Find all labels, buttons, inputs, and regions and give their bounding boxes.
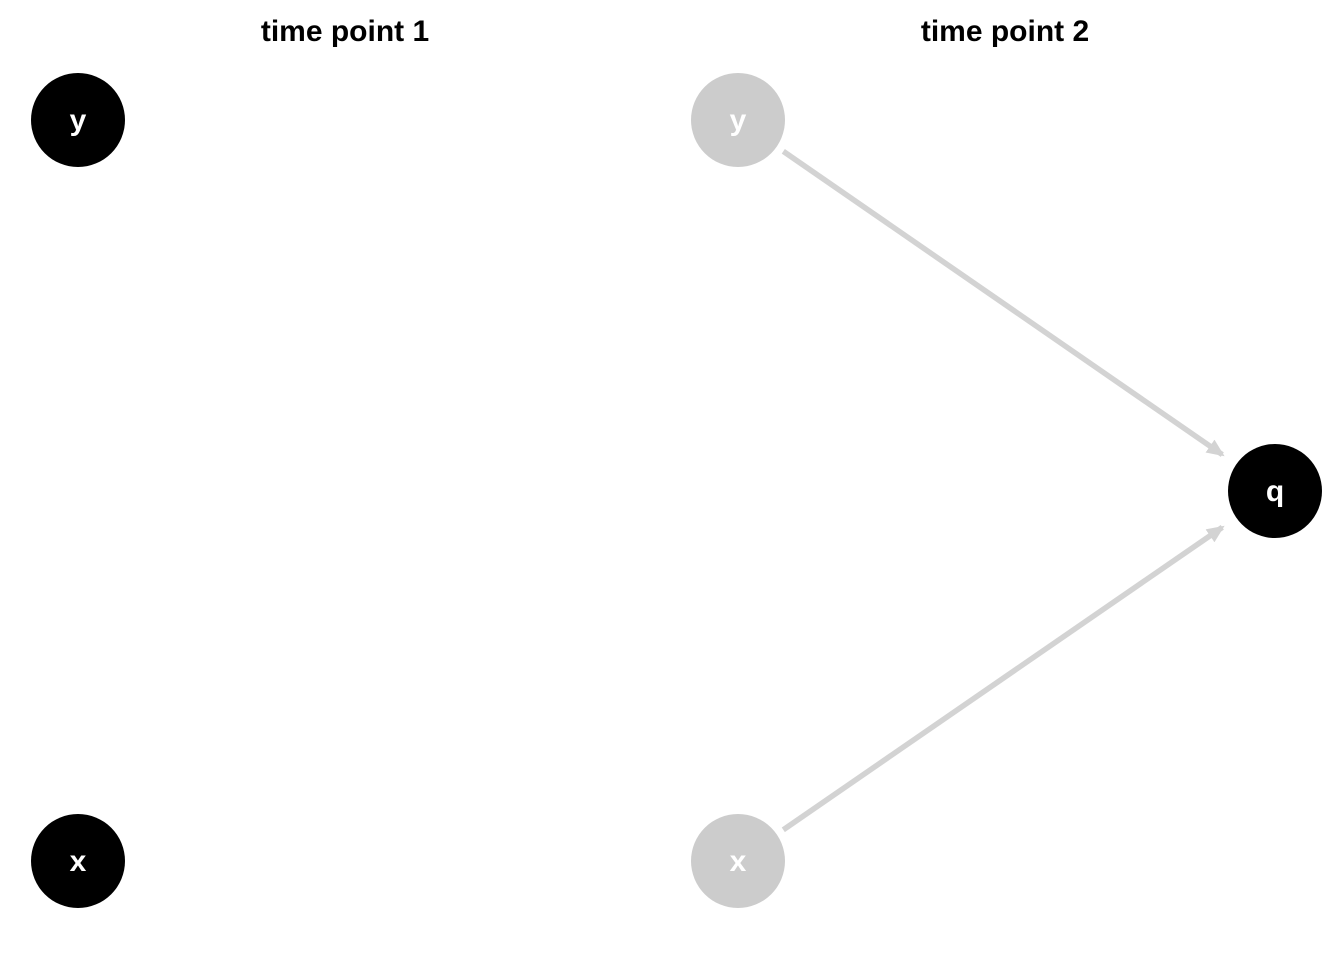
node-label-q: q <box>1266 475 1284 508</box>
node-x-t2: x <box>691 814 785 908</box>
node-circle-q <box>1228 444 1322 538</box>
node-label-x-t1: x <box>70 845 87 878</box>
node-x-t1: x <box>31 814 125 908</box>
edge-x-t2-to-q <box>781 525 1225 833</box>
node-label-x-t2: x <box>730 845 747 878</box>
time-point-2-label: time point 2 <box>920 15 1090 48</box>
node-y-t2: y <box>691 73 785 167</box>
node-q: q <box>1228 444 1322 538</box>
edge-y-t2-to-q <box>781 149 1225 457</box>
nodes-layer: y x y x q <box>31 73 1322 908</box>
node-circle-y-t1 <box>31 73 125 167</box>
node-label-y-t1: y <box>70 104 87 137</box>
node-circle-x-t2 <box>691 814 785 908</box>
time-point-1-label: time point 1 <box>260 15 430 48</box>
node-circle-x-t1 <box>31 814 125 908</box>
node-circle-y-t2 <box>691 73 785 167</box>
edges-layer <box>781 149 1225 833</box>
node-y-t1: y <box>31 73 125 167</box>
node-label-y-t2: y <box>730 104 747 137</box>
